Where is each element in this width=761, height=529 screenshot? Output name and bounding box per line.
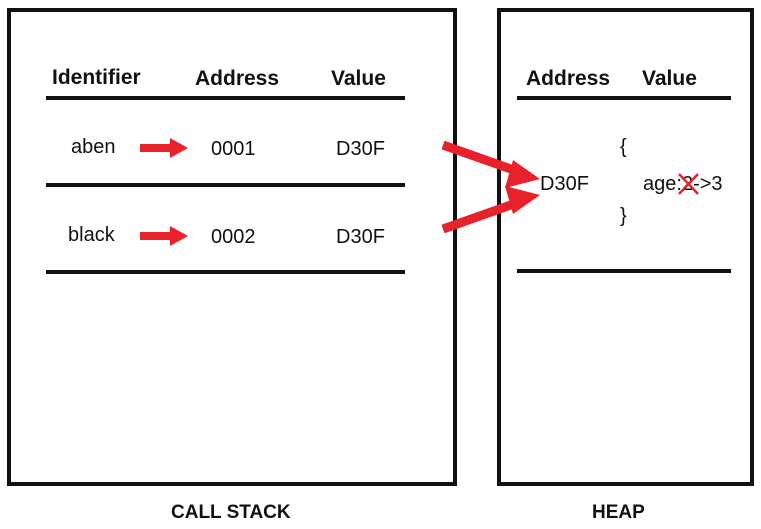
strike-x-icon [678, 173, 699, 195]
heap-close-brace: } [620, 205, 627, 227]
stack-header-identifier: Identifier [52, 66, 141, 89]
stack-row-divider-2 [46, 270, 405, 274]
heap-old-value-struck: 2 [678, 173, 699, 195]
heap-header-value: Value [642, 67, 697, 90]
heap-caption: HEAP [592, 502, 645, 523]
stack-row-1-value: D30F [336, 138, 385, 160]
stack-row-2-identifier: black [68, 224, 115, 246]
stack-row-1-address: 0001 [211, 138, 256, 160]
call-stack-panel [7, 8, 457, 486]
stack-header-value: Value [331, 67, 386, 90]
heap-object-property: age:2->3 [643, 173, 723, 196]
heap-prop-key: age: [643, 173, 682, 195]
stack-header-address: Address [195, 67, 280, 90]
call-stack-caption: CALL STACK [171, 502, 291, 523]
stack-row-2-address: 0002 [211, 226, 256, 248]
stack-row-divider-1 [46, 183, 405, 187]
heap-panel [497, 8, 754, 486]
heap-header-divider [517, 96, 731, 100]
heap-open-brace: { [620, 136, 627, 158]
heap-header-address: Address [526, 67, 611, 90]
heap-new-value: 3 [711, 173, 723, 195]
stack-row-1-identifier: aben [71, 136, 116, 158]
stack-row-2-value: D30F [336, 226, 385, 248]
stack-header-divider [46, 96, 405, 100]
heap-address: D30F [540, 173, 589, 195]
heap-row-divider [517, 269, 731, 273]
heap-update-arrow: -> [693, 173, 712, 195]
